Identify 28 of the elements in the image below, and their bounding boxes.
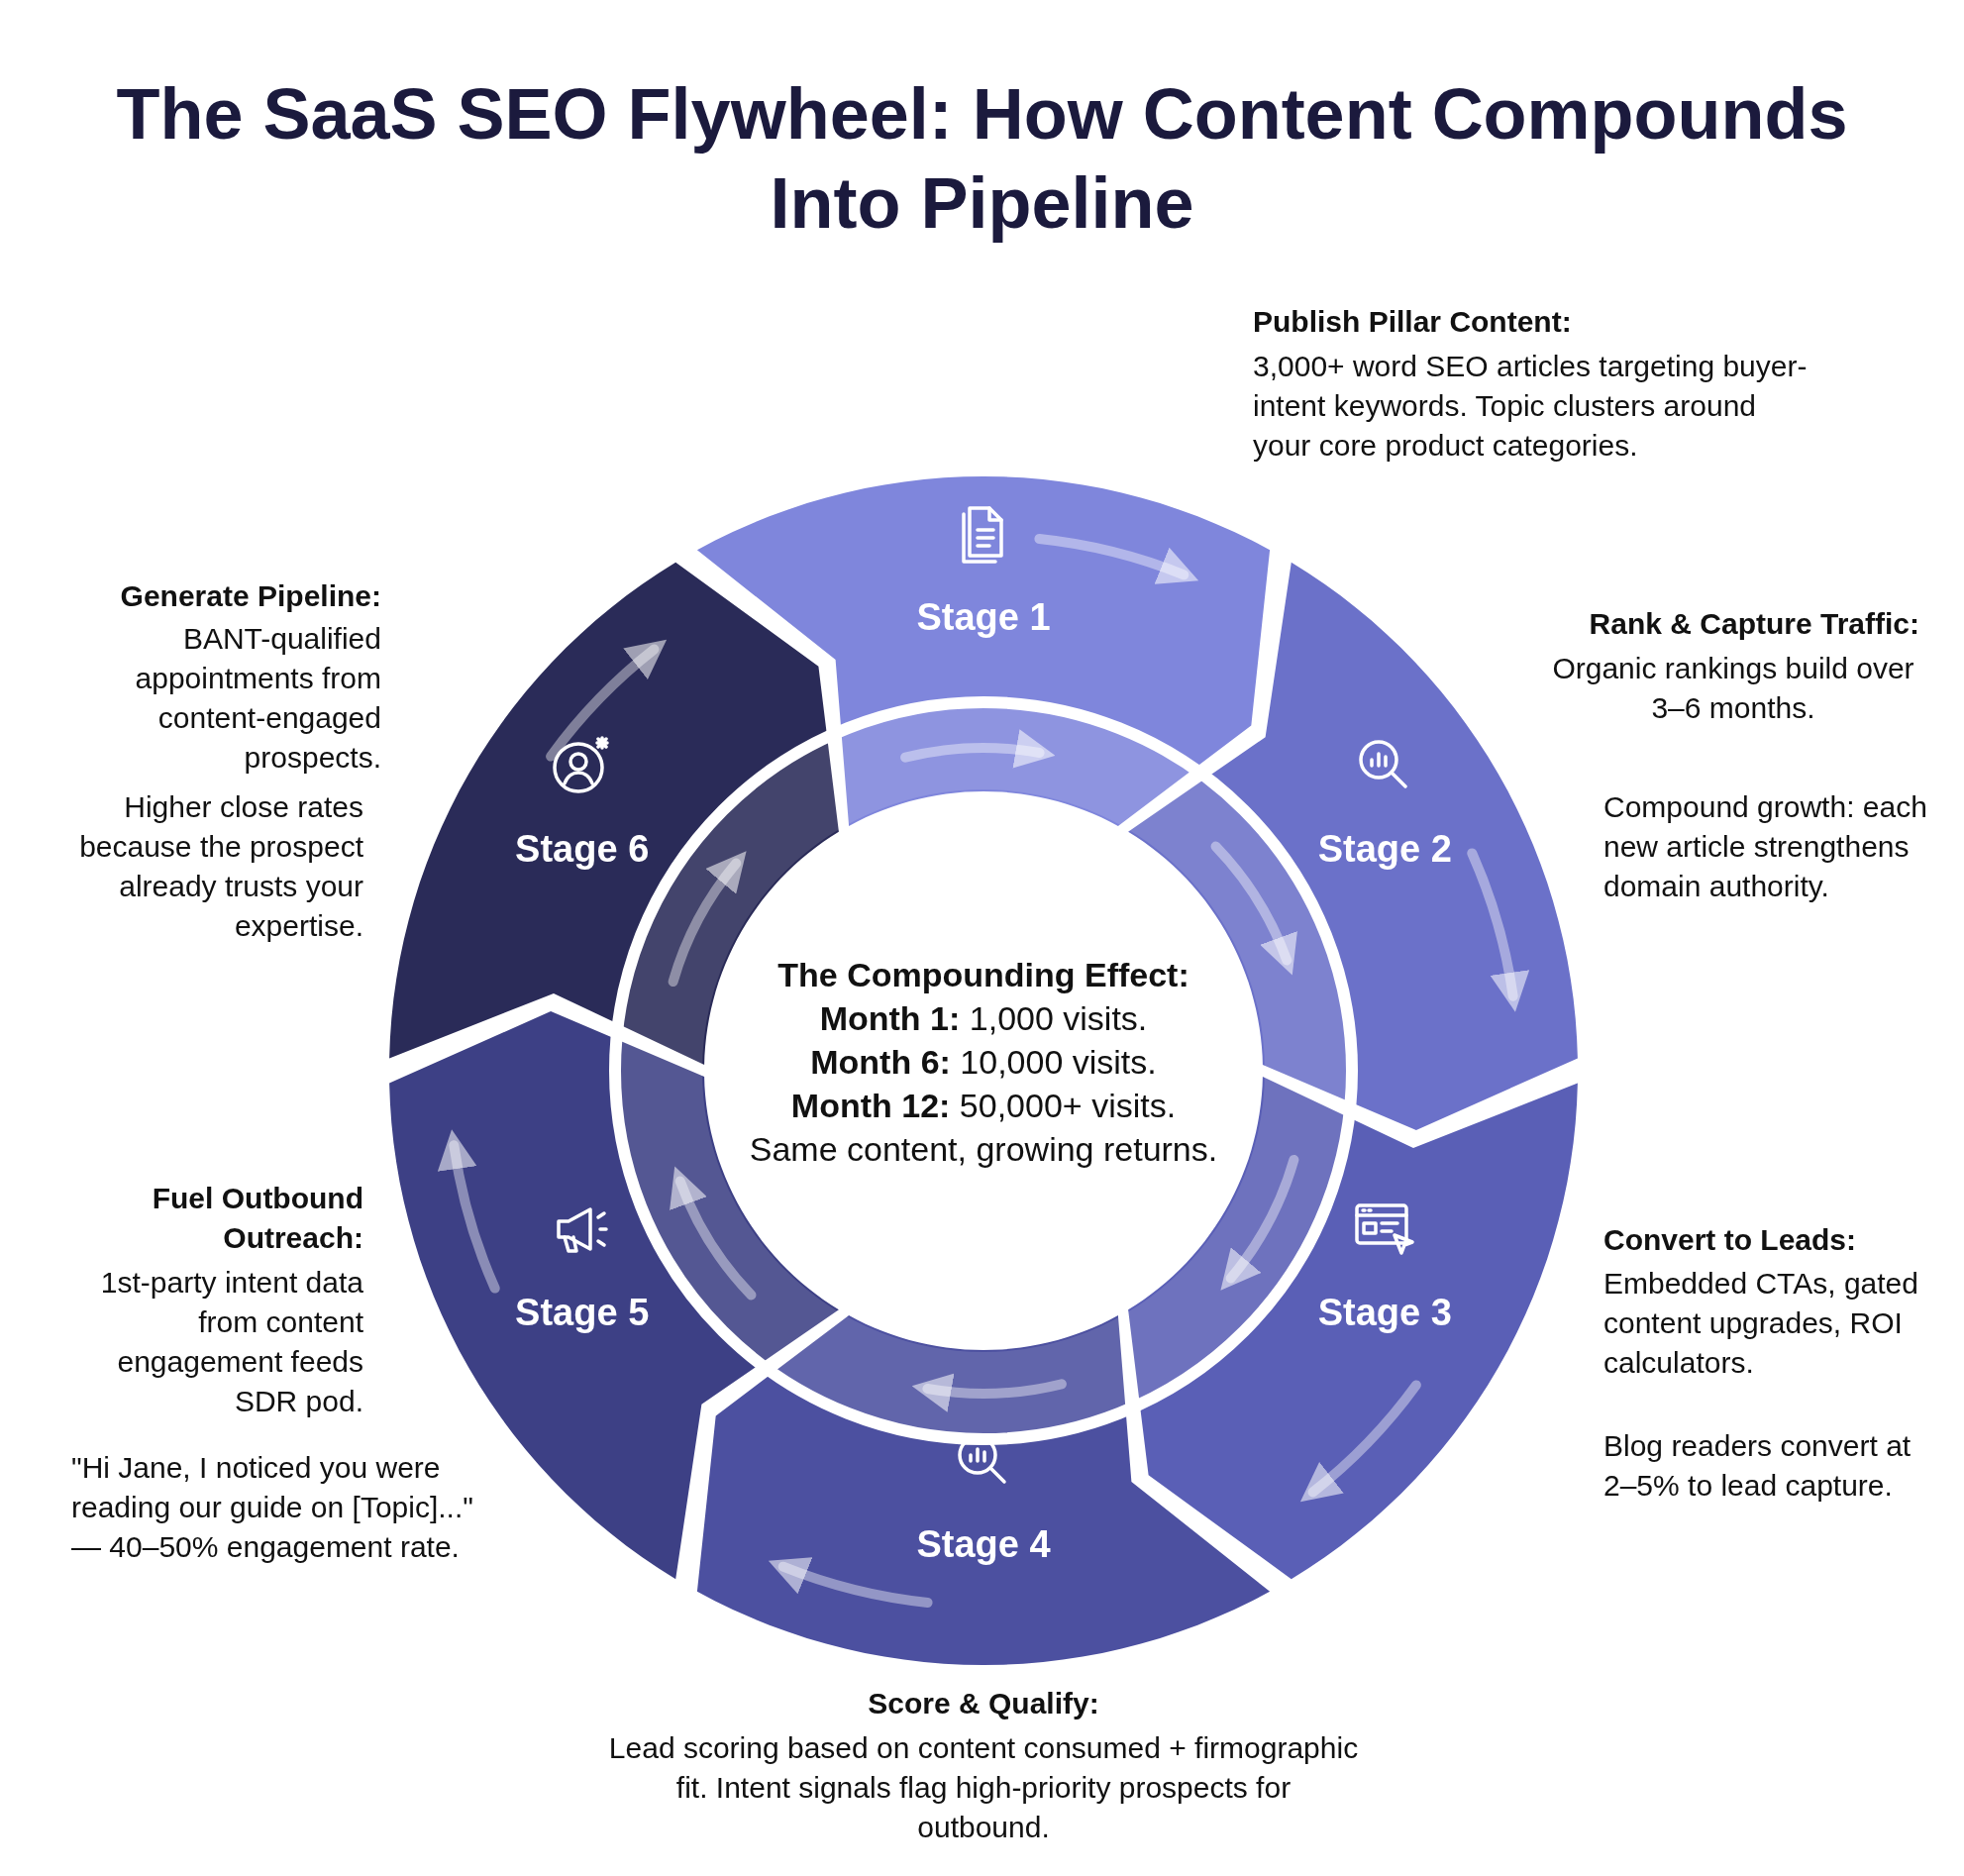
stage-label: Stage 2: [1317, 827, 1452, 871]
stage-description: Higher close rates because the prospect already trusts your expertise.: [78, 789, 363, 944]
stage-description: Compound growth: each new article strengthens domain authority.: [1603, 789, 1928, 904]
stage-description: Blog readers convert at 2–5% to lead capture.: [1603, 1428, 1912, 1504]
stage-heading: Score & Qualify:: [867, 1686, 1100, 1721]
center-text: Same content, growing returns.: [749, 1129, 1218, 1170]
stage-description: Embedded CTAs, gated content upgrades, ROI calculators.: [1603, 1266, 1919, 1381]
stage-description: 3,000+ word SEO articles targeting buyer-intent keywords. Topic clusters around your core product categories.: [1253, 349, 1808, 464]
center-text: Month 1: 1,000 visits.: [819, 998, 1148, 1039]
stage-description: Lead scoring based on content consumed + firmographic fit. Intent signals flag high-priority prospects for outbound.: [607, 1730, 1360, 1845]
stage-heading: Rank & Capture Traffic:: [1588, 606, 1919, 642]
center-heading: The Compounding Effect:: [777, 955, 1189, 995]
center-text: Month 6: 10,000 visits.: [810, 1042, 1157, 1083]
stage-description: BANT-qualified appointments from content-engaged prospects.: [134, 621, 381, 776]
stage-heading: Generate Pipeline:: [119, 578, 381, 614]
stage-description: Organic rankings build over 3–6 months.: [1551, 651, 1915, 726]
title: The SaaS SEO Flywheel: How Content Compounds Into Pipeline: [115, 73, 1849, 245]
stage-label: Stage 1: [916, 595, 1051, 639]
stage-description: 1st-party intent data from content engagement feeds SDR pod.: [99, 1265, 363, 1419]
stage-label: Stage 5: [515, 1291, 650, 1334]
stage-heading: Publish Pillar Content:: [1253, 304, 1573, 340]
stage-label: Stage 6: [515, 827, 650, 871]
stage-heading: Convert to Leads:: [1603, 1222, 1858, 1258]
stage-label: Stage 3: [1317, 1291, 1452, 1334]
stage-heading: Fuel Outbound Outreach:: [151, 1181, 363, 1256]
stage-label: Stage 4: [916, 1522, 1051, 1566]
center-text: Month 12: 50,000+ visits.: [790, 1086, 1177, 1126]
stage-description: "Hi Jane, I noticed you were reading our guide on [Topic]..." — 40–50% engagement rate.: [71, 1450, 474, 1565]
